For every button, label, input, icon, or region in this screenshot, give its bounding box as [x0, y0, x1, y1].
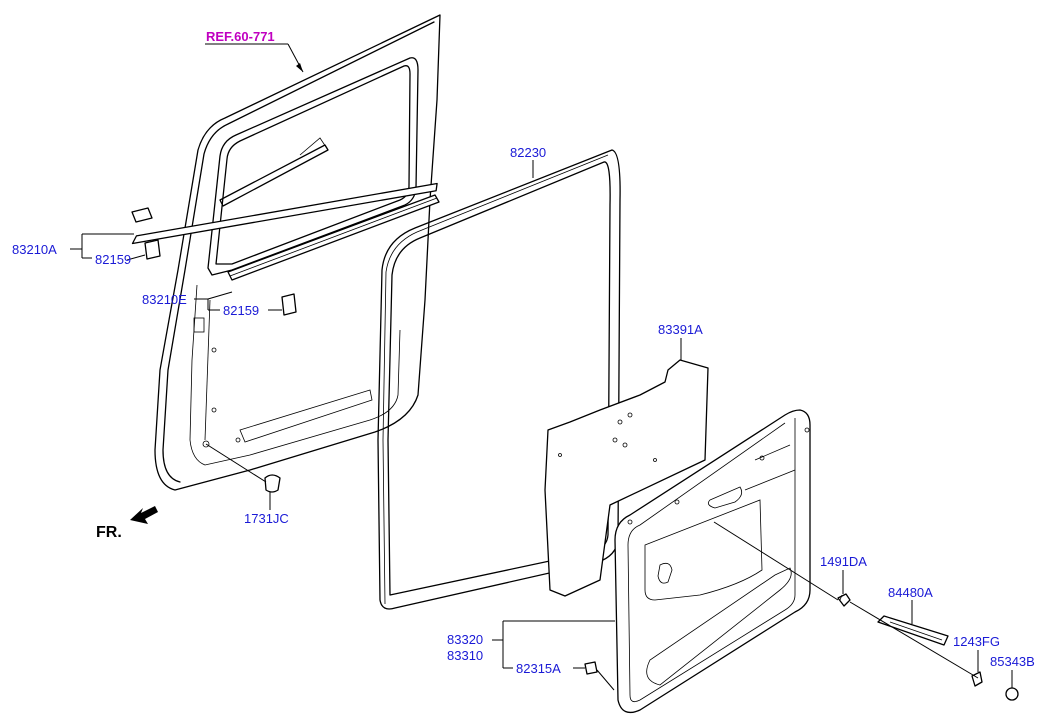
label-83210a: 83210A	[12, 242, 57, 257]
front-label: FR.	[96, 524, 122, 541]
clip-82315a	[584, 661, 598, 675]
label-82159-upper: 82159	[95, 252, 131, 267]
label-82159-lower: 82159	[223, 303, 259, 318]
label-83210e: 83210E	[142, 292, 187, 307]
ref-label: REF.60-771	[206, 29, 275, 44]
belt-moulding-83210e	[227, 194, 440, 316]
part-labels: REF.60-771 82230 83210A 82159 83210E 821…	[12, 29, 1035, 676]
label-82230: 82230	[510, 145, 546, 160]
front-arrow-icon	[130, 506, 158, 524]
grommet-1731jc	[264, 474, 281, 493]
label-83391a: 83391A	[658, 322, 703, 337]
door-trim-83320	[614, 409, 811, 714]
door-frame-assembly	[154, 14, 441, 491]
screw-1243fg	[971, 671, 983, 687]
label-1491da: 1491DA	[820, 554, 867, 569]
label-1243fg: 1243FG	[953, 634, 1000, 649]
label-82315a: 82315A	[516, 661, 561, 676]
clip-1491da	[837, 593, 851, 607]
front-direction-indicator: FR.	[96, 506, 158, 541]
leader-lines	[70, 43, 1013, 691]
trim-panel-83391a	[544, 359, 709, 597]
label-83310: 83310	[447, 648, 483, 663]
label-84480a: 84480A	[888, 585, 933, 600]
label-83320: 83320	[447, 632, 483, 647]
label-1731jc: 1731JC	[244, 511, 289, 526]
pull-handle-84480a	[877, 615, 949, 646]
belt-moulding-83210a	[131, 182, 438, 260]
cap-85343b	[1005, 687, 1019, 701]
label-85343b: 85343B	[990, 654, 1035, 669]
